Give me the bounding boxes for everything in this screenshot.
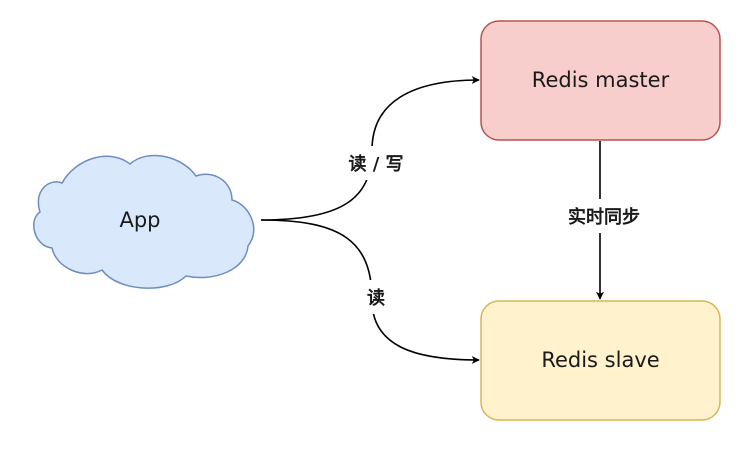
edge-label-read-write: 读 / 写 (334, 146, 418, 180)
edge-label-read: 读 (354, 280, 398, 314)
app-label: App (119, 208, 161, 232)
redis-slave-box[interactable] (480, 300, 721, 421)
edge-label-sync: 实时同步 (556, 199, 652, 233)
app-cloud-shape[interactable] (33, 154, 255, 289)
redis-master-label: Redis master (531, 68, 670, 92)
redis-master-box[interactable] (480, 20, 721, 141)
redis-slave-label: Redis slave (541, 348, 660, 372)
